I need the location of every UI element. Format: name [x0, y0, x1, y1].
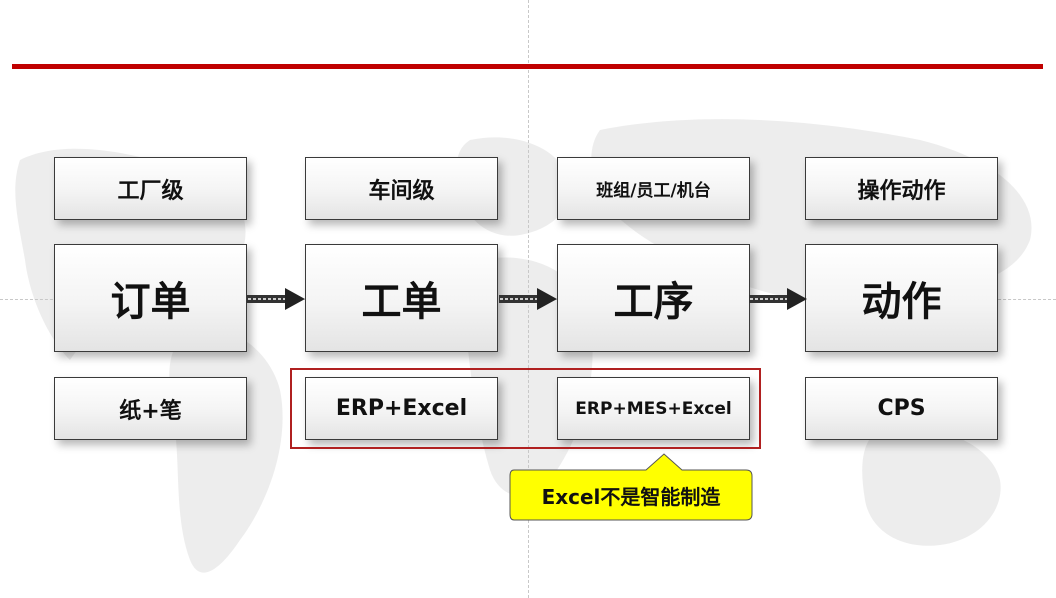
unit-order: 订单 [54, 244, 247, 352]
excel-highlight-frame [290, 368, 761, 449]
unit-work-order: 工单 [305, 244, 498, 352]
level-team-employee-machine: 班组/员工/机台 [557, 157, 750, 220]
top-red-rule [12, 64, 1043, 69]
callout-text: Excel不是智能制造 [541, 484, 721, 509]
level-workshop: 车间级 [305, 157, 498, 220]
unit-process: 工序 [557, 244, 750, 352]
level-operation-action: 操作动作 [805, 157, 998, 220]
callout-bubble [509, 453, 753, 521]
arrow-right-icon [499, 288, 557, 310]
arrow-right-icon [749, 288, 807, 310]
level-factory: 工厂级 [54, 157, 247, 220]
tool-paper-pen: 纸+笔 [54, 377, 247, 440]
tool-cps: CPS [805, 377, 998, 440]
unit-action: 动作 [805, 244, 998, 352]
tool-erp-mes-excel: ERP+MES+Excel [557, 377, 750, 440]
tool-erp-excel: ERP+Excel [305, 377, 498, 440]
arrow-right-icon [247, 288, 305, 310]
